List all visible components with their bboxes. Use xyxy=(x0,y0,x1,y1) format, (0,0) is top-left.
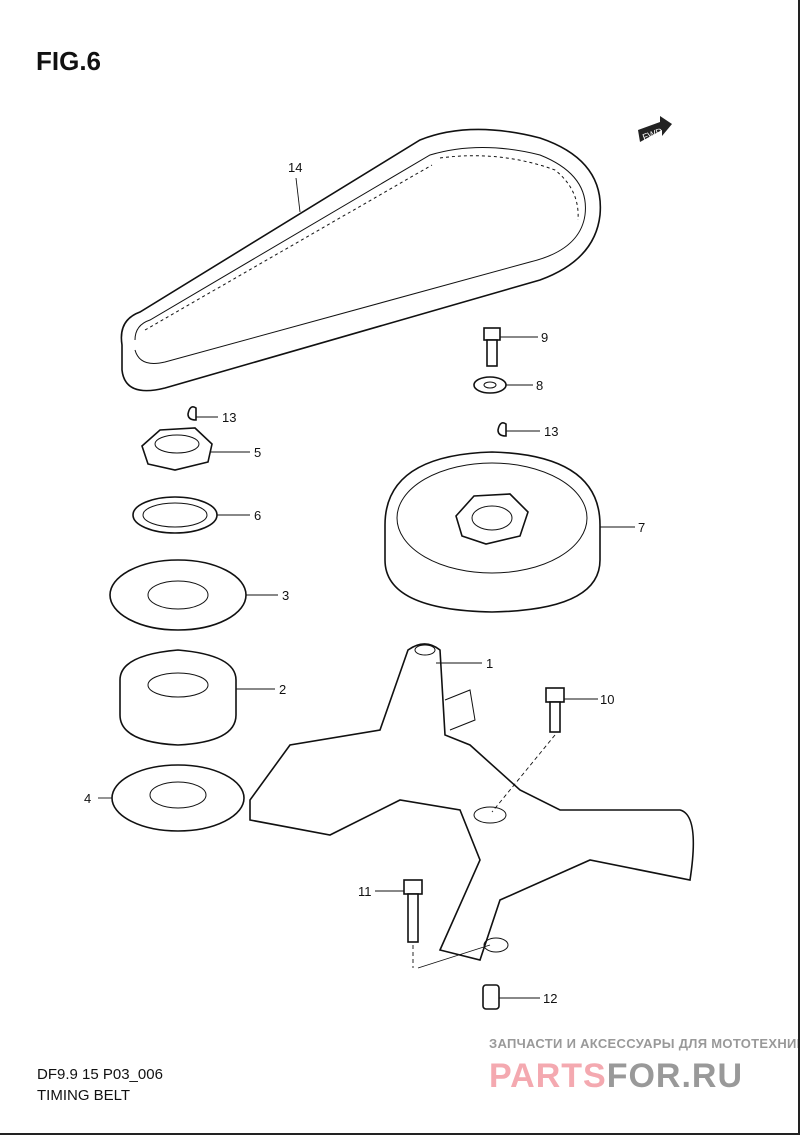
callout-label: 5 xyxy=(254,445,261,460)
key-part xyxy=(497,422,507,437)
watermark-tagline: ЗАПЧАСТИ И АКСЕССУАРЫ ДЛЯ МОТОТЕХНИКИ xyxy=(489,1036,800,1051)
callout-label: 6 xyxy=(254,508,261,523)
bolt-part xyxy=(483,327,501,367)
callout-label: 11 xyxy=(358,884,372,899)
sleeve-part xyxy=(482,984,500,1010)
bolt-part xyxy=(403,879,423,943)
callout-label: 8 xyxy=(536,378,543,393)
guide-plate-part xyxy=(109,559,247,631)
callout-label: 12 xyxy=(543,991,557,1006)
crankshaft-pulley-part xyxy=(119,649,237,746)
diagram-code: DF9.9 15 P03_006 xyxy=(37,1066,163,1083)
key-part xyxy=(187,406,197,421)
timing-belt-part xyxy=(120,128,602,392)
callout-label: 13 xyxy=(222,410,236,425)
watermark-logo: PARTSFOR.RU xyxy=(489,1058,743,1094)
callout-label: 4 xyxy=(84,791,91,806)
nut-part xyxy=(141,427,213,471)
leader-lines xyxy=(98,177,635,999)
lock-washer-part xyxy=(132,496,218,534)
camshaft-pulley-part xyxy=(384,451,601,613)
watermark-logo-part1: PARTS xyxy=(489,1057,607,1095)
callout-label: 1 xyxy=(486,656,493,671)
diagram-name: TIMING BELT xyxy=(37,1087,131,1104)
callout-label: 3 xyxy=(282,588,289,603)
callout-label: 14 xyxy=(288,160,302,175)
bolt-part xyxy=(545,687,565,733)
guide-plate-part xyxy=(111,764,245,832)
callout-label: 2 xyxy=(279,682,286,697)
callout-label: 7 xyxy=(638,520,645,535)
fwd-arrow-icon: FWD xyxy=(638,116,672,142)
callout-label: 13 xyxy=(544,424,558,439)
callout-label: 10 xyxy=(600,692,614,707)
figure-title: FIG.6 xyxy=(36,46,102,76)
bracket-part xyxy=(249,643,695,961)
watermark-logo-part2: FOR.RU xyxy=(606,1057,744,1095)
washer-part xyxy=(473,376,507,394)
callout-label: 9 xyxy=(541,330,548,345)
